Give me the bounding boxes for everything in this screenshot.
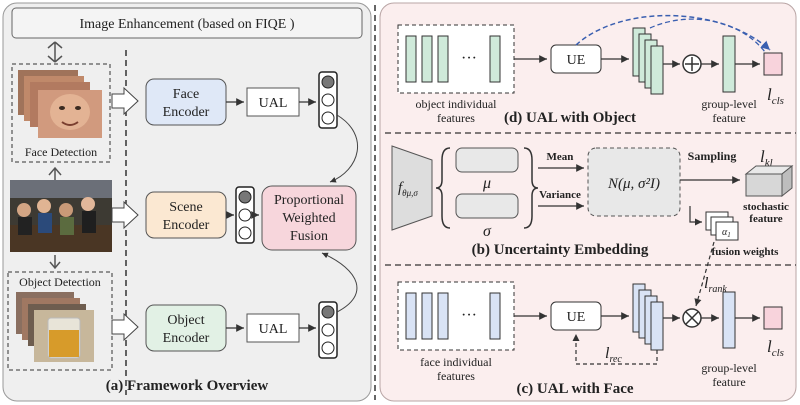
group-caption-c-2: feature [712, 375, 745, 389]
mu-box [455, 147, 519, 173]
face-crops-image [18, 70, 102, 138]
fusion-label-3: Fusion [290, 229, 328, 244]
group-feature-c [722, 291, 736, 349]
stochastic-label-2: feature [749, 213, 783, 225]
group-caption-d-1: group-level [701, 97, 757, 111]
encoder-trapezoid [391, 145, 433, 231]
right-brace [523, 147, 539, 229]
group-feature-d [722, 35, 736, 93]
stochastic-label-1: stochastic [743, 201, 789, 213]
image-enhancement-box [11, 7, 363, 39]
dashed-curve-stack-to-cls [649, 18, 766, 53]
ellipsis-d: ··· [461, 50, 477, 67]
cls-box-c [763, 306, 783, 330]
sigma-box [455, 193, 519, 219]
double-arrow-icon [47, 41, 63, 63]
object-encoder-label-2: Encoder [163, 331, 210, 346]
arrow-normal-to-weights [689, 206, 702, 226]
sigma-label: σ [483, 223, 492, 240]
mean-label: Mean [547, 151, 574, 163]
panel-b-title: (b) Uncertainty Embedding [472, 242, 649, 258]
feature-vector-scene [235, 186, 255, 244]
l-kl-label: lkl [760, 147, 773, 169]
fusion-weights-label: fusion weights [712, 246, 780, 258]
ual-object-box [246, 313, 300, 343]
ue-label-d: UE [567, 53, 586, 68]
plus-circle-icon [682, 54, 702, 74]
object-features-caption-2: features [437, 111, 475, 125]
face-encoder-label-1: Face [173, 87, 199, 102]
curve-face-to-fusion [329, 114, 359, 183]
l-rank-label: lrank [704, 275, 727, 295]
image-enhancement-label: Image Enhancement (based on FIQE ) [80, 17, 295, 32]
times-circle-icon [682, 308, 702, 328]
fusion-weight-cards [705, 211, 739, 241]
object-features-caption-1: object individual [416, 97, 498, 111]
ual-face-label: UAL [259, 96, 288, 111]
f-theta-label: fθμ,σ [398, 180, 418, 198]
mu-label: μ [482, 175, 491, 192]
panel-c-title: (c) UAL with Face [516, 381, 633, 397]
feature-vector-face [318, 71, 338, 129]
l-cls-c: lcls [767, 337, 784, 359]
object-crops-image [16, 292, 94, 362]
block-arrow-object [111, 312, 139, 342]
fusion-label-2: Weighted [282, 211, 335, 226]
variance-label: Variance [539, 189, 581, 201]
l-rec-label: lrec [605, 345, 622, 365]
framework-caption: (a) Framework Overview [106, 378, 269, 394]
ual-face-box [246, 87, 300, 117]
sampling-label: Sampling [688, 149, 737, 163]
scene-photo [10, 180, 112, 252]
ue-label-c: UE [567, 310, 586, 325]
face-detection-label: Face Detection [25, 145, 97, 159]
face-features-caption-2: features [437, 369, 475, 383]
group-caption-c-1: group-level [701, 361, 757, 375]
object-detection-label: Object Detection [19, 275, 101, 289]
left-brace [435, 147, 451, 229]
object-encoder-label-1: Object [167, 313, 204, 328]
block-arrow-scene [111, 200, 139, 230]
up-arrow-icon [48, 166, 62, 180]
l-cls-d: lcls [767, 85, 784, 107]
down-arrow-icon [49, 255, 61, 270]
cls-box-d [763, 52, 783, 76]
normal-dist-box [587, 147, 681, 217]
object-feature-bars [405, 35, 501, 83]
ellipsis-c: ··· [461, 307, 477, 324]
feature-stack-d [632, 27, 664, 95]
fusion-box [261, 185, 357, 251]
normal-dist-label: N(μ, σ²I) [607, 176, 660, 192]
face-encoder-label-2: Encoder [163, 105, 210, 120]
ual-object-label: UAL [259, 322, 288, 337]
fusion-label-1: Proportional [274, 193, 344, 208]
group-caption-d-2: feature [712, 111, 745, 125]
scene-encoder-label-1: Scene [169, 200, 202, 215]
feature-stack-c [632, 283, 664, 351]
block-arrow-face [111, 86, 139, 116]
face-features-caption-1: face individual [420, 355, 492, 369]
feature-vector-object [318, 301, 338, 359]
panel-d-title: (d) UAL with Object [504, 110, 636, 126]
alpha-label: α1 [722, 227, 731, 239]
scene-encoder-label-2: Encoder [163, 218, 210, 233]
stochastic-feature-cube [744, 164, 794, 198]
face-feature-bars [405, 292, 501, 340]
curve-object-to-fusion [321, 252, 358, 313]
face-detection-box [11, 63, 111, 163]
object-detection-box [7, 271, 113, 371]
rec-feedback-arrow [572, 334, 658, 365]
